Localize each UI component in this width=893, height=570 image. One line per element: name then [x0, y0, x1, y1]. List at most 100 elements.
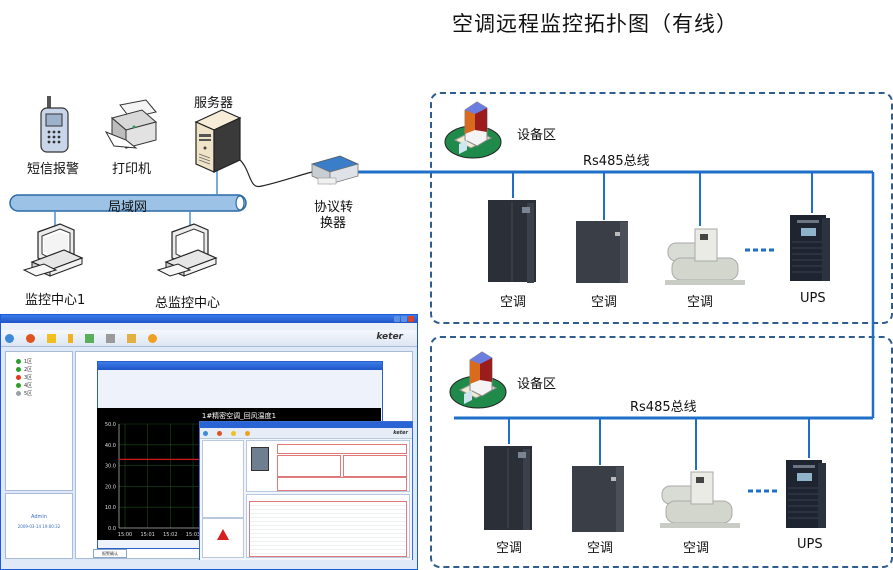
- tree-item[interactable]: 1区: [16, 358, 72, 366]
- server-tower-icon: [194, 109, 242, 173]
- tree-item[interactable]: 3区: [16, 374, 72, 382]
- lan-tube: [9, 194, 247, 212]
- y-tick-label: 40.0: [105, 443, 116, 449]
- device-label-monitor-main: 总监控中心: [155, 296, 221, 311]
- app-titlebar: [1, 315, 417, 323]
- close-icon: [408, 316, 414, 322]
- equipment-label: UPS: [797, 537, 823, 552]
- precision-ac-cabinet-icon: [572, 466, 624, 532]
- tree-item-label: 1区: [24, 359, 33, 365]
- protocol-converter-icon: [310, 155, 360, 185]
- building-icon: [444, 101, 502, 159]
- equipment-label: 空调: [496, 541, 523, 556]
- device-label-monitor1: 监控中心1: [25, 293, 86, 308]
- device-label-server: 服务器: [194, 96, 234, 111]
- chart-title: 1#精密空调_回风温度1: [201, 412, 277, 420]
- x-tick-label: 15:00: [118, 532, 132, 538]
- highlight-box: [277, 455, 341, 477]
- equipment-label: UPS: [800, 291, 826, 306]
- x-tick-label: 15:03: [186, 532, 200, 538]
- alarm-panel: [202, 518, 244, 558]
- device-detail-window: keter: [199, 421, 413, 561]
- equipment-label: 空调: [687, 295, 714, 310]
- status-dot-icon: [16, 383, 21, 388]
- y-tick-label: 20.0: [105, 484, 116, 490]
- ups-tower-icon: [786, 460, 826, 528]
- tree-item-label: 2区: [24, 367, 33, 373]
- table-rows: [249, 501, 407, 557]
- detail-titlebar: [200, 422, 412, 428]
- detail-tree: [202, 440, 244, 518]
- mobile-phone-icon: [40, 96, 69, 153]
- app-menubar: [1, 323, 417, 330]
- device-label-sms: 短信报警: [27, 162, 80, 177]
- toolbar-icon: [217, 430, 222, 436]
- app-brand: keter: [376, 332, 403, 342]
- toolbar-icon: [106, 333, 115, 343]
- x-tick-label: 15:01: [140, 532, 154, 538]
- bus-label: Rs485总线: [630, 400, 697, 415]
- toolbar-icon: [127, 333, 136, 343]
- converter-label-line1: 协议转: [314, 200, 354, 215]
- equipment-zone-2: [430, 336, 893, 568]
- warning-icon: [47, 333, 56, 343]
- controller-image: [251, 447, 269, 471]
- alarm-confirm-button[interactable]: 报警确认: [93, 549, 127, 558]
- bus-label: Rs485总线: [583, 154, 650, 169]
- user-name: Admin: [31, 514, 47, 520]
- tree-item[interactable]: 5区: [16, 390, 72, 398]
- login-datetime: 2009-03-14 19:00:32: [17, 524, 61, 529]
- printer-icon: [104, 99, 158, 150]
- equipment-label: 空调: [591, 295, 618, 310]
- alarm-warning-icon: [217, 529, 229, 540]
- user-info-panel: Admin 2009-03-14 19:00:32: [5, 493, 73, 559]
- precision-ac-cabinet-icon: [576, 221, 628, 283]
- status-dot-icon: [16, 375, 21, 380]
- chiller-unit-icon: [665, 228, 745, 285]
- toolbar-icon: [26, 333, 35, 343]
- app-toolbar: [1, 330, 417, 347]
- toolbar-icon: [231, 430, 236, 436]
- toolbar-icon: [5, 333, 14, 343]
- desktop-computer-icon: [22, 223, 84, 277]
- building-icon: [449, 351, 507, 409]
- precision-ac-cabinet-icon: [484, 446, 532, 530]
- y-tick-label: 10.0: [105, 505, 116, 511]
- tree-item[interactable]: 2区: [16, 366, 72, 374]
- tree-item-label: 4区: [24, 383, 33, 389]
- highlight-box: [343, 455, 407, 477]
- dialog-titlebar: [98, 362, 382, 370]
- power-icon: [148, 333, 157, 343]
- app-statusbar: [1, 560, 417, 569]
- monitoring-software-screenshot: keter 1区 2区 3区 4区 5区 Admin 2009-03-14 19:00:…: [0, 314, 418, 570]
- tree-item-label: 3区: [24, 375, 33, 381]
- equipment-label: 空调: [500, 295, 527, 310]
- y-tick-label: 30.0: [105, 464, 116, 470]
- converter-label-line2: 换器: [320, 216, 347, 231]
- y-tick-label: 0.0: [108, 526, 116, 532]
- device-status-panel: [246, 440, 410, 492]
- diagram-title: 空调远程监控拓扑图（有线）: [452, 12, 738, 36]
- parameter-table: [246, 494, 410, 558]
- y-tick-label: 50.0: [105, 422, 116, 428]
- toolbar-icon: [68, 333, 73, 343]
- device-label-printer: 打印机: [112, 162, 152, 177]
- zone-label: 设备区: [517, 128, 557, 143]
- desktop-computer-icon: [156, 223, 218, 277]
- tree-item[interactable]: 4区: [16, 382, 72, 390]
- status-dot-icon: [16, 359, 21, 364]
- toolbar-icon: [85, 333, 94, 343]
- maximize-icon: [401, 316, 407, 322]
- equipment-label: 空调: [587, 541, 614, 556]
- detail-toolbar: [200, 428, 412, 439]
- lan-label: 局域网: [108, 200, 148, 215]
- equipment-zone-1: [430, 92, 893, 324]
- status-dot-icon: [16, 391, 21, 396]
- highlight-box: [277, 444, 407, 454]
- minimize-icon: [394, 316, 400, 322]
- toolbar-icon: [245, 430, 250, 436]
- tree-item-label: 5区: [24, 391, 33, 397]
- highlight-box: [277, 477, 407, 491]
- precision-ac-cabinet-icon: [488, 200, 536, 283]
